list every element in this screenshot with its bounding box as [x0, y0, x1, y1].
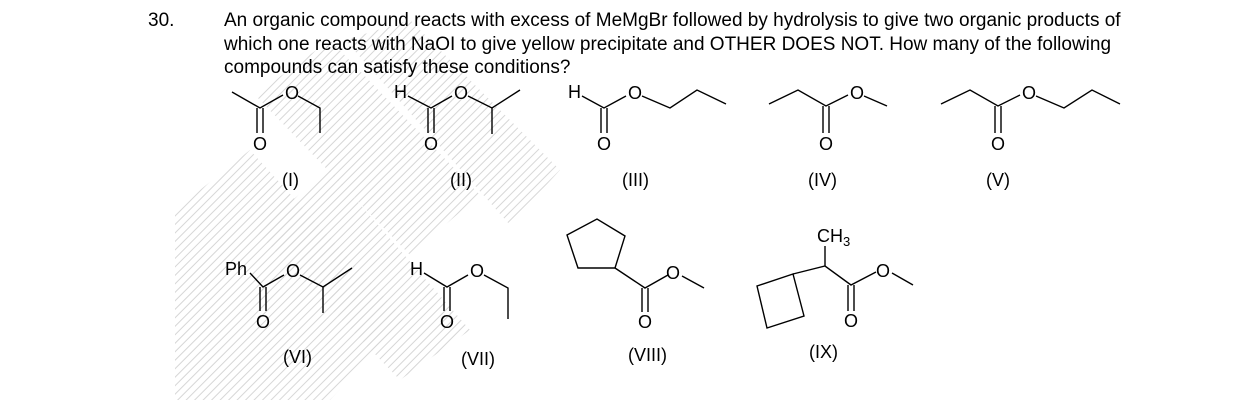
compound-label: (VIII)	[628, 345, 667, 365]
oxygen-label: O	[285, 83, 299, 103]
oxygen-label: O	[253, 134, 267, 154]
oxygen-label: O	[256, 312, 270, 332]
compound-9-structure: CH3 O O (IX)	[756, 226, 914, 362]
compound-label: (II)	[450, 170, 472, 190]
compound-5-structure: O O (V)	[940, 83, 1121, 190]
compound-label: (V)	[986, 170, 1010, 190]
hydrogen-label: H	[394, 82, 407, 102]
oxygen-label: O	[286, 261, 300, 281]
oxygen-label: O	[666, 263, 680, 283]
compound-label: (VII)	[461, 349, 495, 369]
oxygen-label: O	[470, 261, 484, 281]
compound-label: (IV)	[808, 170, 837, 190]
oxygen-label: O	[424, 134, 438, 154]
compound-8-structure: O O (VIII)	[566, 218, 705, 365]
phenyl-label: Ph	[225, 259, 247, 279]
compound-label: (I)	[282, 170, 299, 190]
oxygen-label: O	[440, 312, 454, 332]
oxygen-label: O	[597, 134, 611, 154]
oxygen-label: O	[819, 134, 833, 154]
hydrogen-label: H	[568, 82, 581, 102]
compound-2-structure: H O O (II)	[394, 82, 521, 190]
oxygen-label: O	[638, 312, 652, 332]
oxygen-label: O	[876, 261, 890, 281]
compound-4-structure: O O (IV)	[768, 83, 888, 190]
compound-label: (III)	[622, 170, 649, 190]
methyl-label: CH3	[817, 226, 850, 249]
oxygen-label: O	[628, 83, 642, 103]
oxygen-label: O	[991, 134, 1005, 154]
question-number: 30.	[148, 10, 175, 31]
oxygen-label: O	[844, 311, 858, 331]
question-text: An organic compound reacts with excess o…	[224, 10, 1121, 78]
compound-3-structure: H O O (III)	[568, 82, 727, 190]
oxygen-label: O	[1022, 83, 1036, 103]
compound-7-structure: H O O (VII)	[410, 259, 509, 369]
compound-label: (IX)	[809, 342, 838, 362]
compound-6-structure: Ph O O (VI)	[225, 259, 353, 367]
compound-label: (VI)	[283, 347, 312, 367]
oxygen-label: O	[454, 83, 468, 103]
hydrogen-label: H	[410, 259, 423, 279]
compound-1-structure: O O (I)	[231, 83, 321, 190]
oxygen-label: O	[850, 83, 864, 103]
